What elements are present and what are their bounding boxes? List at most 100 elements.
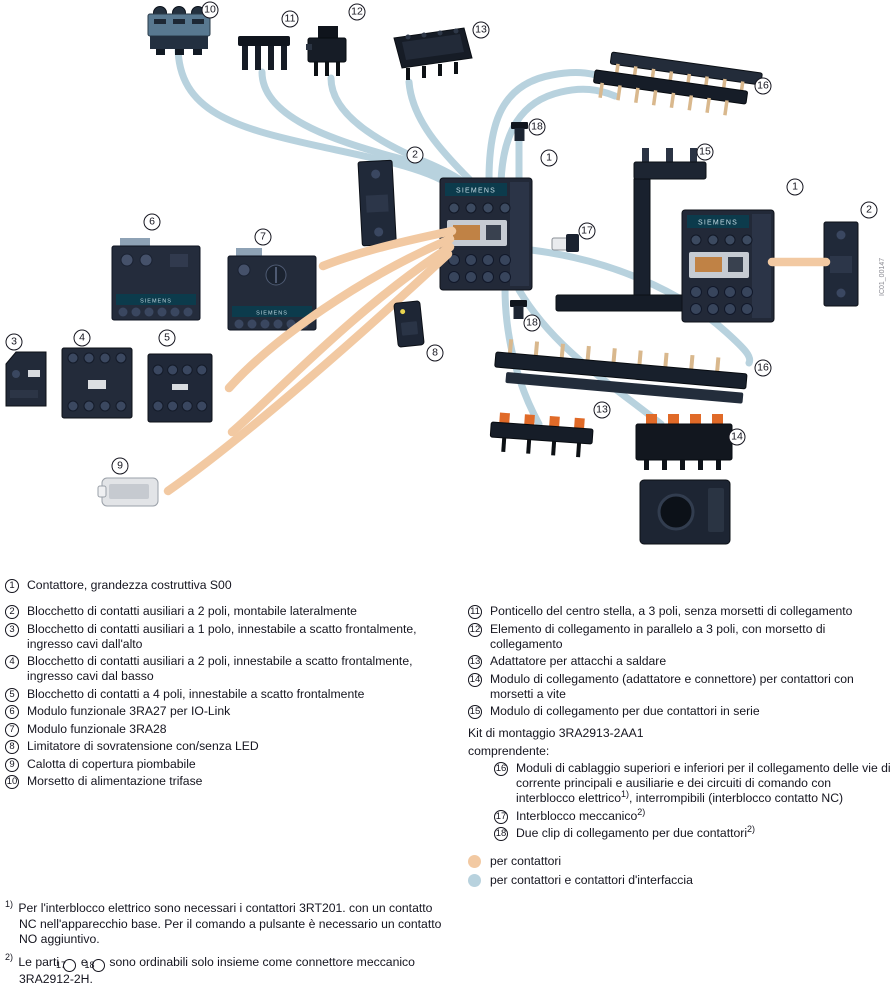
inline-circled-number: 18 — [85, 958, 106, 972]
diagram-callout-18: 18 — [523, 314, 541, 332]
legend-text: Elemento di collegamento in parallelo a … — [490, 621, 826, 651]
color-label: per contattori — [490, 854, 562, 868]
diagram-callout-7: 7 — [254, 228, 272, 246]
component-surge-limiter-8 — [393, 300, 425, 348]
diagram-callout-4: 4 — [73, 329, 91, 347]
component-interlock-17 — [551, 234, 579, 252]
legend-right-items: 11 Ponticello del centro stella, a 3 poli… — [468, 604, 892, 719]
legend-text: Interblocco meccanico2) — [516, 806, 646, 823]
legend-number-15: 15 — [468, 705, 482, 719]
legend-item-15: 15 Modulo di collegamento per due contatt… — [468, 704, 892, 719]
legend-item-2: 2 Blocchetto di contatti ausiliari a 2 po… — [5, 604, 457, 619]
diagram-callout-6: 6 — [143, 213, 161, 231]
legend-text: Modulo funzionale 3RA27 per IO-Link — [27, 704, 231, 718]
component-aux-block-3 — [5, 351, 47, 407]
component-connection-module-14 — [635, 414, 733, 545]
component-wiring-module-16-top — [593, 51, 763, 116]
component-terminal-10 — [147, 6, 211, 55]
diagram-callout-16: 16 — [754, 359, 772, 377]
legend-item-7: 7 Modulo funzionale 3RA28 — [5, 722, 457, 737]
image-id-watermark: IC01_00147 — [879, 258, 886, 296]
footnote-1): 1) Per l'interblocco elettrico sono nece… — [5, 898, 442, 946]
component-solder-adapter-13-top — [393, 27, 473, 80]
footnote-2): 2) Le parti 17 e 18 sono ordinabili solo… — [5, 952, 415, 986]
legend-item-6: 6 Modulo funzionale 3RA27 per IO-Link — [5, 704, 457, 719]
diagram-callout-8: 8 — [426, 344, 444, 362]
component-aux-block-4 — [61, 347, 133, 419]
legend-text: Due clip di collegamento per due contatt… — [516, 823, 756, 840]
component-sealing-cover-9 — [97, 477, 159, 507]
svg-text:SIEMENS: SIEMENS — [140, 299, 172, 305]
diagram-callout-15: 15 — [696, 143, 714, 161]
legend-text: Modulo di collegamento per due contattor… — [490, 704, 760, 718]
component-aux-block-5 — [147, 353, 213, 423]
kit-subtitle: comprendente: — [468, 743, 550, 758]
svg-text:SIEMENS: SIEMENS — [256, 311, 288, 317]
legend-number-7: 7 — [5, 722, 19, 737]
legend-text: Modulo funzionale 3RA28 — [27, 721, 167, 736]
diagram-callout-11: 11 — [281, 10, 299, 28]
legend-number-6: 6 — [5, 705, 19, 719]
legend-item-18: 18 Due clip di collegamento per due conta… — [494, 823, 892, 841]
legend-number-2: 2 — [5, 605, 19, 619]
legend-number-12: 12 — [468, 622, 482, 637]
kit-title: Kit di montaggio 3RA2913-2AA1 — [468, 726, 644, 740]
diagram-callout-14: 14 — [728, 428, 746, 446]
diagram-callout-1: 1 — [786, 178, 804, 196]
component-jumper-11 — [238, 36, 290, 70]
diagram-callout-1: 1 — [540, 149, 558, 167]
legend-number-3: 3 — [5, 622, 19, 637]
diagram-callout-17: 17 — [578, 222, 596, 240]
color-label: per contattori e contattori d'interfacci… — [490, 873, 693, 887]
legend-number-10: 10 — [5, 775, 19, 789]
legend-text: Ponticello del centro stella, a 3 poli, … — [490, 604, 853, 618]
inline-circled-number: 17 — [56, 958, 77, 972]
legend-text: Blocchetto di contatti ausiliari a 2 pol… — [27, 604, 357, 618]
legend-number-9: 9 — [5, 757, 19, 772]
legend-number-13: 13 — [468, 655, 482, 669]
assembly-diagram: SIEMENS — [5, 6, 886, 545]
diagram-callout-9: 9 — [111, 457, 129, 475]
diagram-callout-18: 18 — [528, 118, 546, 136]
color-dot — [468, 873, 481, 887]
diagram-callout-12: 12 — [348, 3, 366, 21]
color-legend: per contattori per contattori e contattor… — [468, 854, 892, 887]
legend-number-18: 18 — [494, 827, 508, 841]
color-dot — [468, 854, 481, 868]
diagram-callout-13: 13 — [593, 401, 611, 419]
color-legend-row: per contattori — [468, 854, 892, 868]
component-parallel-link-12 — [306, 26, 347, 76]
diagram-callout-13: 13 — [472, 21, 490, 39]
legend-text: Limitatore di sovratensione con/senza LE… — [27, 739, 259, 753]
legend-number-14: 14 — [468, 672, 482, 687]
diagram-callout-16: 16 — [754, 77, 772, 95]
legend-item-10: 10 Morsetto di alimentazione trifase — [5, 774, 457, 789]
legend-text: Modulo di collegamento (adattatore e con… — [490, 671, 854, 701]
legend-number-11: 11 — [468, 605, 482, 619]
legend-text: Contattore, grandezza costruttiva S00 — [27, 578, 232, 592]
legend-text: Blocchetto di contatti ausiliari a 2 pol… — [27, 654, 413, 683]
legend-number-4: 4 — [5, 655, 19, 669]
legend-item-3: 3 Blocchetto di contatti ausiliari a 1 po… — [5, 622, 457, 652]
diagram-callout-3: 3 — [5, 333, 23, 351]
legend-item-4: 4 Blocchetto di contatti ausiliari a 2 po… — [5, 654, 457, 684]
legend-number-16: 16 — [494, 762, 508, 776]
legend-item-12: 12 Elemento di collegamento in parallelo … — [468, 622, 892, 652]
diagram-callout-5: 5 — [158, 329, 176, 347]
legend-number-8: 8 — [5, 740, 19, 754]
cables-beige — [163, 226, 831, 496]
legend-text: Blocchetto di contatti ausiliari a 1 pol… — [27, 621, 417, 651]
legend-text: Morsetto di alimentazione trifase — [27, 774, 203, 788]
component-wiring-module-16-bottom — [494, 339, 748, 404]
color-legend-row: per contattori e contattori d'interfacci… — [468, 873, 892, 887]
footnotes: 1) Per l'interblocco elettrico sono nece… — [5, 898, 449, 994]
component-solder-adapter-13-bottom — [489, 412, 594, 458]
